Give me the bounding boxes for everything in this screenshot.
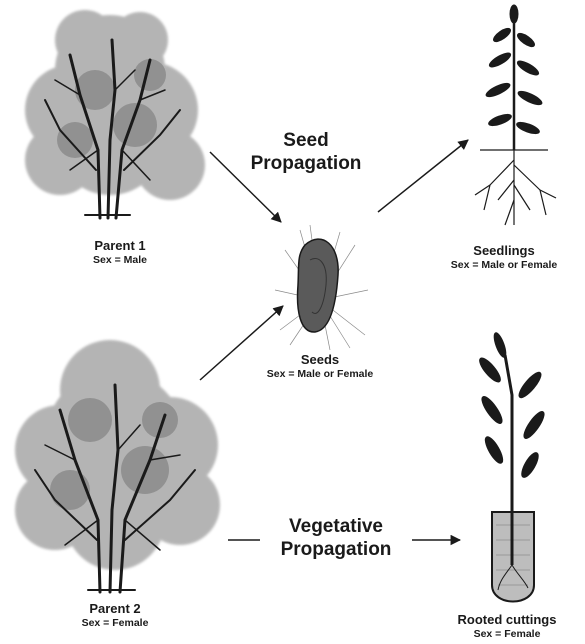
vegetative-propagation-line2: Propagation	[265, 538, 407, 561]
parent2-tree-illustration	[15, 340, 220, 592]
parent1-name: Parent 1	[55, 238, 185, 254]
rooted-cuttings-illustration	[477, 331, 548, 601]
seeds-sex: Sex = Male or Female	[240, 368, 400, 381]
seedlings-illustration	[475, 5, 556, 225]
rooted-cuttings-label: Rooted cuttings Sex = Female	[432, 612, 582, 641]
parent1-label: Parent 1 Sex = Male	[55, 238, 185, 267]
parent1-tree-illustration	[25, 10, 205, 218]
rooted-cuttings-sex: Sex = Female	[432, 628, 582, 641]
arrow-seeds-to-seedlings	[378, 140, 468, 212]
seeds-illustration	[275, 225, 368, 350]
parent2-name: Parent 2	[50, 601, 180, 617]
rooted-cuttings-name: Rooted cuttings	[432, 612, 582, 628]
arrows	[200, 140, 468, 540]
seedlings-sex: Sex = Male or Female	[425, 259, 583, 272]
vegetative-propagation-line1: Vegetative	[265, 515, 407, 538]
parent2-label: Parent 2 Sex = Female	[50, 601, 180, 630]
parent2-sex: Sex = Female	[50, 617, 180, 630]
seedlings-name: Seedlings	[425, 243, 583, 259]
parent1-sex: Sex = Male	[55, 254, 185, 267]
seeds-label: Seeds Sex = Male or Female	[240, 352, 400, 381]
seeds-name: Seeds	[240, 352, 400, 368]
vegetative-propagation-label: Vegetative Propagation	[265, 515, 407, 561]
seed-propagation-label: Seed Propagation	[246, 129, 366, 175]
seed-propagation-line1: Seed	[246, 129, 366, 152]
seedlings-label: Seedlings Sex = Male or Female	[425, 243, 583, 272]
seed-propagation-line2: Propagation	[246, 152, 366, 175]
